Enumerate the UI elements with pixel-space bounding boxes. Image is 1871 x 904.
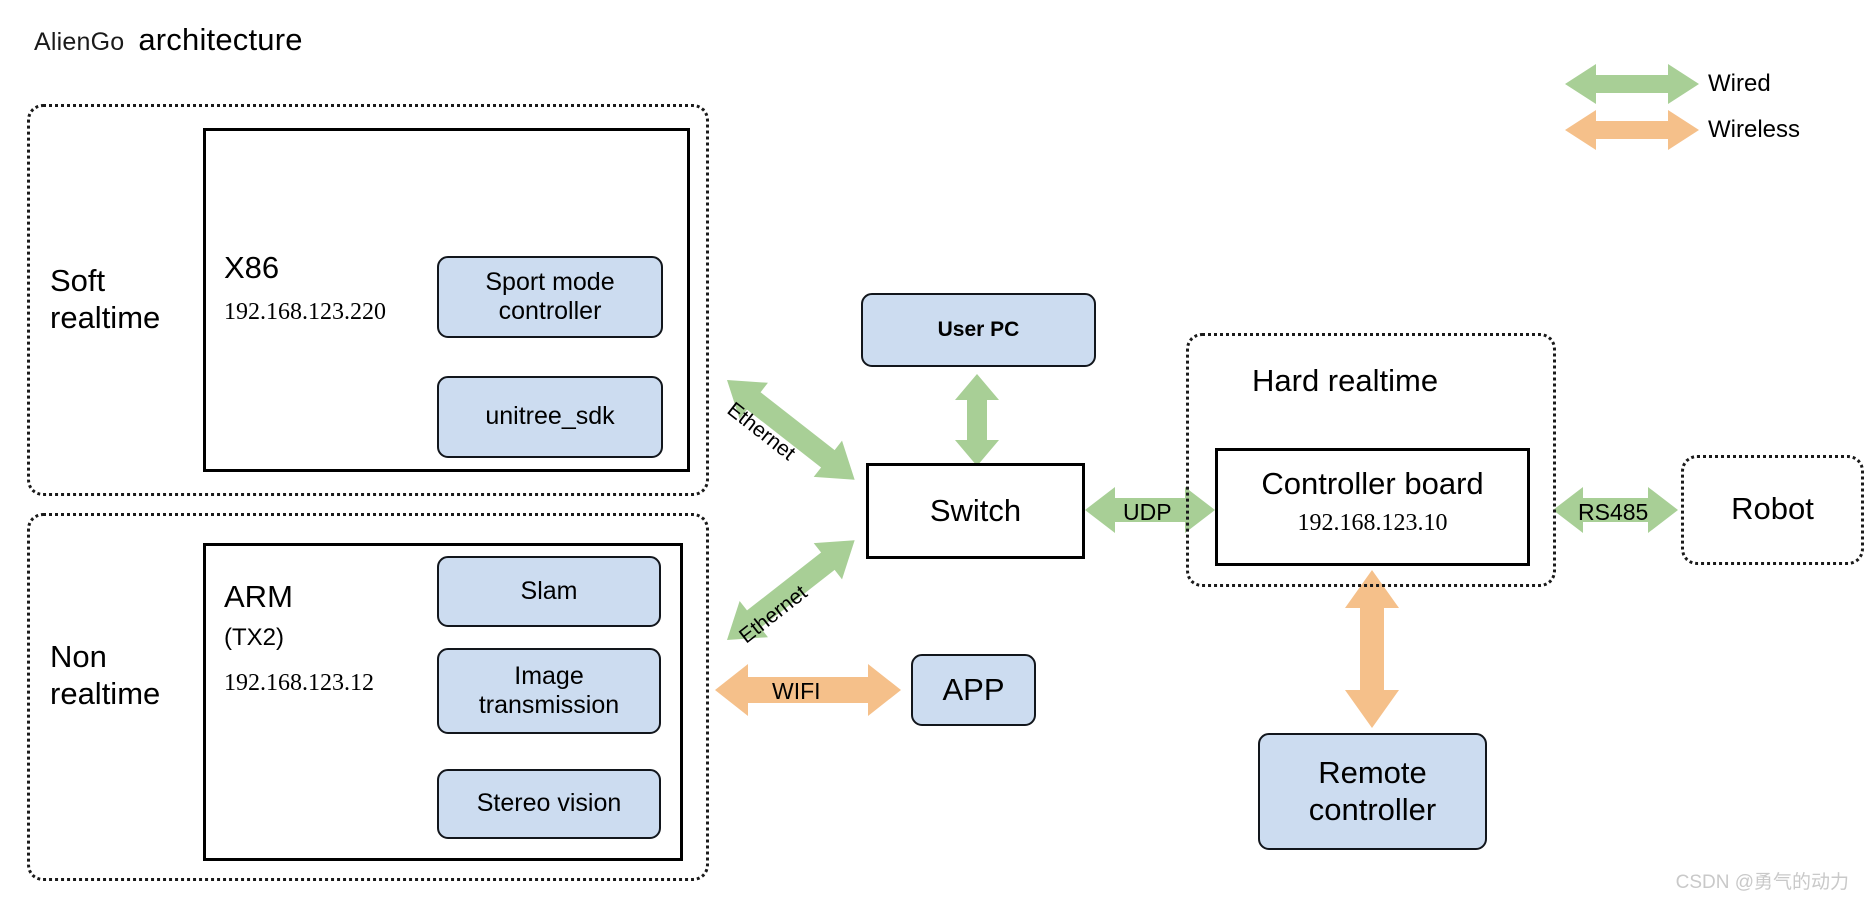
module-sport-mode-controller[interactable]: Sport mode controller	[437, 256, 663, 338]
arrow-label-udp: UDP	[1123, 499, 1172, 525]
arm-ip: 192.168.123.12	[224, 670, 374, 696]
group-non-realtime-label: Non realtime	[50, 639, 161, 712]
group-soft-realtime-label: Soft realtime	[50, 263, 161, 336]
x86-name: X86	[224, 250, 280, 285]
legend-label-wireless: Wireless	[1708, 116, 1801, 143]
ethernet-arrow-top	[727, 380, 855, 480]
userpc-switch-arrow	[955, 374, 999, 466]
group-hard-realtime-label: Hard realtime	[1252, 363, 1439, 398]
arm-variant: (TX2)	[224, 624, 284, 651]
rs485-arrow	[1553, 487, 1678, 533]
arrow-label-ethernet-bottom: Ethernet	[735, 581, 812, 649]
arrow-label-rs485: RS485	[1578, 499, 1649, 525]
module-image-transmission[interactable]: Image transmission	[437, 648, 661, 734]
arrow-label-ethernet-top: Ethernet	[722, 398, 800, 466]
node-user-pc[interactable]: User PC	[861, 293, 1096, 367]
title-main: architecture	[138, 22, 303, 57]
controller-board-ip: 192.168.123.10	[1297, 510, 1448, 536]
legend-wireless-arrow-icon	[1565, 110, 1699, 150]
remote-controller-arrow	[1345, 570, 1399, 728]
module-slam[interactable]: Slam	[437, 556, 661, 627]
ethernet-arrow-bottom	[727, 540, 855, 640]
wifi-arrow	[715, 664, 901, 716]
group-robot-label: Robot	[1731, 491, 1814, 526]
module-stereo-vision[interactable]: Stereo vision	[437, 769, 661, 839]
legend-wired-arrow-icon	[1565, 64, 1699, 104]
node-app[interactable]: APP	[911, 654, 1036, 726]
node-remote-controller[interactable]: Remote controller	[1258, 733, 1487, 850]
page-title: AlienGo architecture	[34, 22, 303, 58]
node-controller-board[interactable]: Controller board 192.168.123.10	[1215, 448, 1530, 566]
controller-board-title: Controller board	[1261, 466, 1484, 501]
arrow-label-wifi: WIFI	[772, 678, 821, 704]
legend-label-wired: Wired	[1708, 70, 1771, 97]
watermark: CSDN @勇气的动力	[1675, 872, 1849, 893]
group-soft-realtime	[27, 104, 709, 496]
group-hard-realtime	[1186, 333, 1556, 587]
module-unitree-sdk[interactable]: unitree_sdk	[437, 376, 663, 458]
title-prefix: AlienGo	[34, 28, 125, 56]
node-switch[interactable]: Switch	[866, 463, 1085, 559]
group-non-realtime	[27, 513, 709, 881]
group-robot	[1681, 455, 1864, 565]
x86-ip: 192.168.123.220	[224, 299, 386, 325]
arm-name: ARM	[224, 579, 293, 614]
